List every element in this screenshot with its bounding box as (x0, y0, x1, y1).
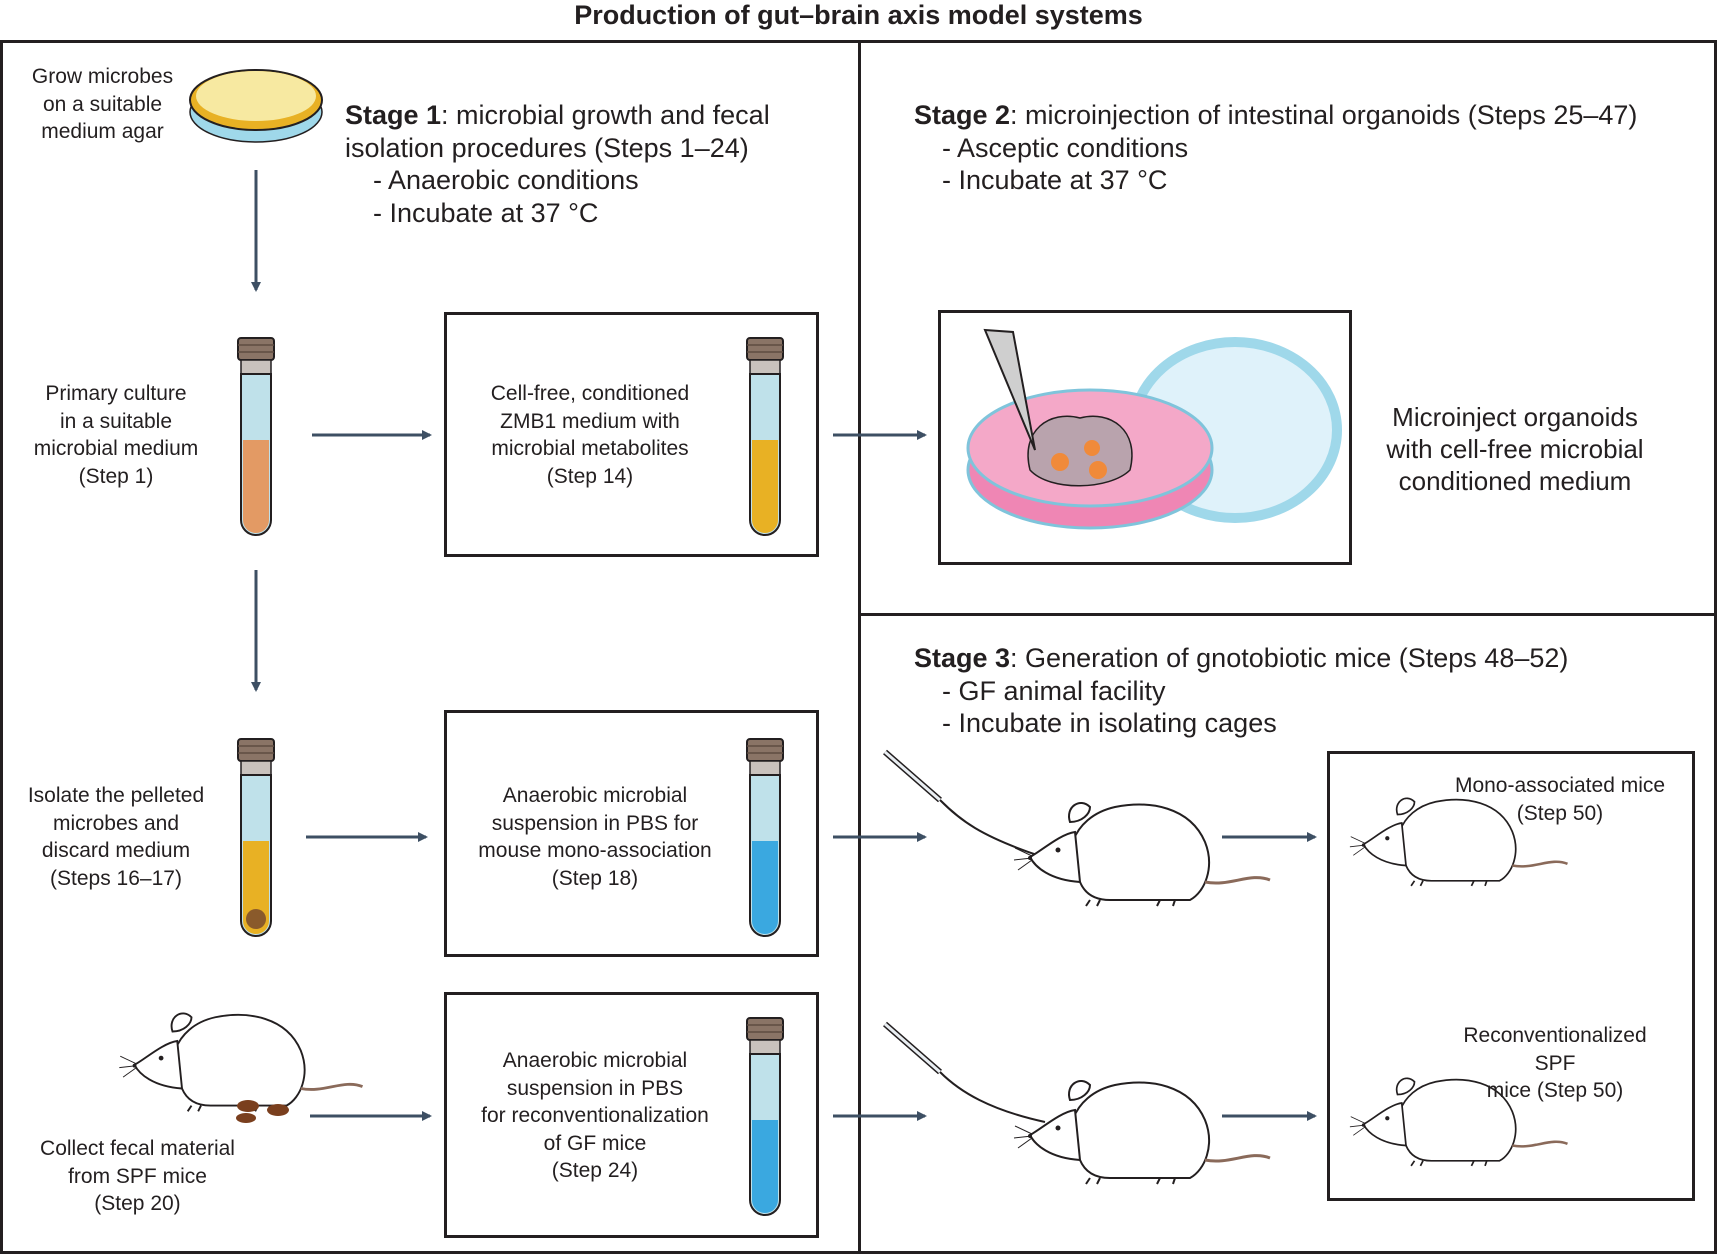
stage2-heading: Stage 2: microinjection of intestinal or… (914, 99, 1704, 197)
stage2-bullet-1: - Asceptic conditions (942, 132, 1189, 163)
label-line: of GF mice (543, 1131, 647, 1155)
cellfree-medium-tube-icon (746, 337, 784, 536)
label-line: for reconventionalization (481, 1104, 709, 1127)
reconv-suspension-tube-icon (746, 1017, 784, 1216)
label-line: microbial medium (33, 437, 199, 460)
label-line: Anaerobic microbial (502, 1049, 688, 1072)
label-line: Anaerobic microbial (502, 784, 688, 807)
label-line: conditioned medium (1398, 466, 1632, 496)
label-line: (Step 14) (546, 464, 634, 488)
reconv-suspension-label: Anaerobic microbial suspension in PBS fo… (452, 1047, 738, 1185)
label-line: Grow microbes (31, 65, 174, 88)
stage1-heading: Stage 1: microbial growth and fecal isol… (345, 99, 845, 229)
mono-associated-mice-label: Mono-associated mice (Step 50) (1430, 772, 1690, 827)
stage3-bullet-1: - GF animal facility (942, 675, 1166, 706)
stage1-heading-line1: : microbial growth and fecal (441, 100, 770, 130)
label-line: ZMB1 medium with (500, 409, 680, 433)
stage3-bullet-2: - Incubate in isolating cages (942, 708, 1277, 738)
label-line: suspension in PBS for (491, 811, 699, 835)
label-line: (Step 18) (551, 866, 639, 890)
reconventionalized-mice-label: Reconventionalized SPF mice (Step 50) (1430, 1022, 1680, 1105)
stage1-heading-line2: isolation procedures (Steps 1–24) (345, 132, 749, 163)
label-line: SPF (1534, 1051, 1576, 1075)
spf-mouse-icon (118, 1012, 364, 1113)
label-line: in a suitable (59, 409, 173, 433)
cellfree-label: Cell-free, conditioned ZMB1 medium with … (452, 380, 728, 490)
label-line: Mono-associated mice (1454, 774, 1666, 797)
stage2-heading-text: : microinjection of intestinal organoids… (1010, 100, 1638, 130)
collect-fecal-label: Collect fecal material from SPF mice (St… (0, 1135, 275, 1218)
label-line: (Step 1) (78, 464, 154, 488)
agar-plate-icon (189, 69, 323, 143)
label-line: Cell-free, conditioned (490, 382, 690, 405)
mono-suspension-tube-icon (746, 738, 784, 937)
label-line: discard medium (41, 839, 191, 862)
petri-dish-icon (966, 328, 1342, 530)
label-line: Microinject organoids (1392, 402, 1638, 432)
fecal-pellets-icon (236, 1100, 289, 1123)
gf-mouse-reconv-icon (1013, 1079, 1271, 1185)
syringe-mono-icon (883, 749, 1041, 857)
stage3-heading: Stage 3: Generation of gnotobiotic mice … (914, 642, 1704, 740)
stage3-heading-text: : Generation of gnotobiotic mice (Steps … (1010, 643, 1569, 673)
label-line: (Step 50) (1516, 801, 1604, 825)
label-line: (Steps 16–17) (50, 866, 182, 890)
microinject-label: Microinject organoids with cell-free mic… (1355, 401, 1675, 497)
reconventionalized-mouse-icon (1349, 1077, 1568, 1167)
stage3-panel (858, 613, 1717, 1254)
primary-culture-tube-icon (237, 337, 275, 536)
label-line: (Step 24) (551, 1159, 639, 1182)
label-line: Reconventionalized (1463, 1024, 1647, 1047)
label-line: on a suitable (42, 92, 163, 116)
label-line: Isolate the pelleted (27, 784, 205, 807)
figure-title: Production of gut–brain axis model syste… (574, 0, 1143, 30)
label-line: mice (Step 50) (1486, 1079, 1624, 1102)
label-line: from SPF mice (68, 1164, 207, 1188)
stage3-label: Stage 3 (914, 643, 1011, 673)
label-line: microbial metabolites (491, 437, 689, 460)
label-line: suspension in PBS (506, 1076, 684, 1100)
label-line: Collect fecal material (40, 1137, 235, 1160)
label-line: microbes and (52, 811, 180, 835)
label-line: medium agar (41, 120, 164, 143)
isolate-label: Isolate the pelleted microbes and discar… (0, 782, 232, 892)
grow-microbes-label: Grow microbes on a suitable medium agar (10, 63, 195, 146)
label-line: (Step 20) (94, 1192, 181, 1215)
pelleted-microbes-tube-icon (237, 738, 275, 937)
mono-suspension-label: Anaerobic microbial suspension in PBS fo… (452, 782, 738, 892)
gf-mouse-mono-icon (1013, 801, 1271, 907)
stage1-bullet-2: - Incubate at 37 °C (373, 197, 599, 228)
stage2-bullet-2: - Incubate at 37 °C (942, 165, 1168, 195)
syringe-reconv-icon (883, 1021, 1046, 1123)
mono-associated-mouse-icon (1349, 797, 1568, 887)
primary-culture-label: Primary culture in a suitable microbial … (0, 380, 232, 490)
stage1-bullet-1: - Anaerobic conditions (373, 165, 639, 195)
stage1-label: Stage 1 (345, 100, 442, 130)
stage2-label: Stage 2 (914, 100, 1011, 130)
label-line: with cell-free microbial (1386, 434, 1644, 464)
label-line: Primary culture (45, 382, 187, 405)
label-line: mouse mono-association (478, 839, 712, 862)
